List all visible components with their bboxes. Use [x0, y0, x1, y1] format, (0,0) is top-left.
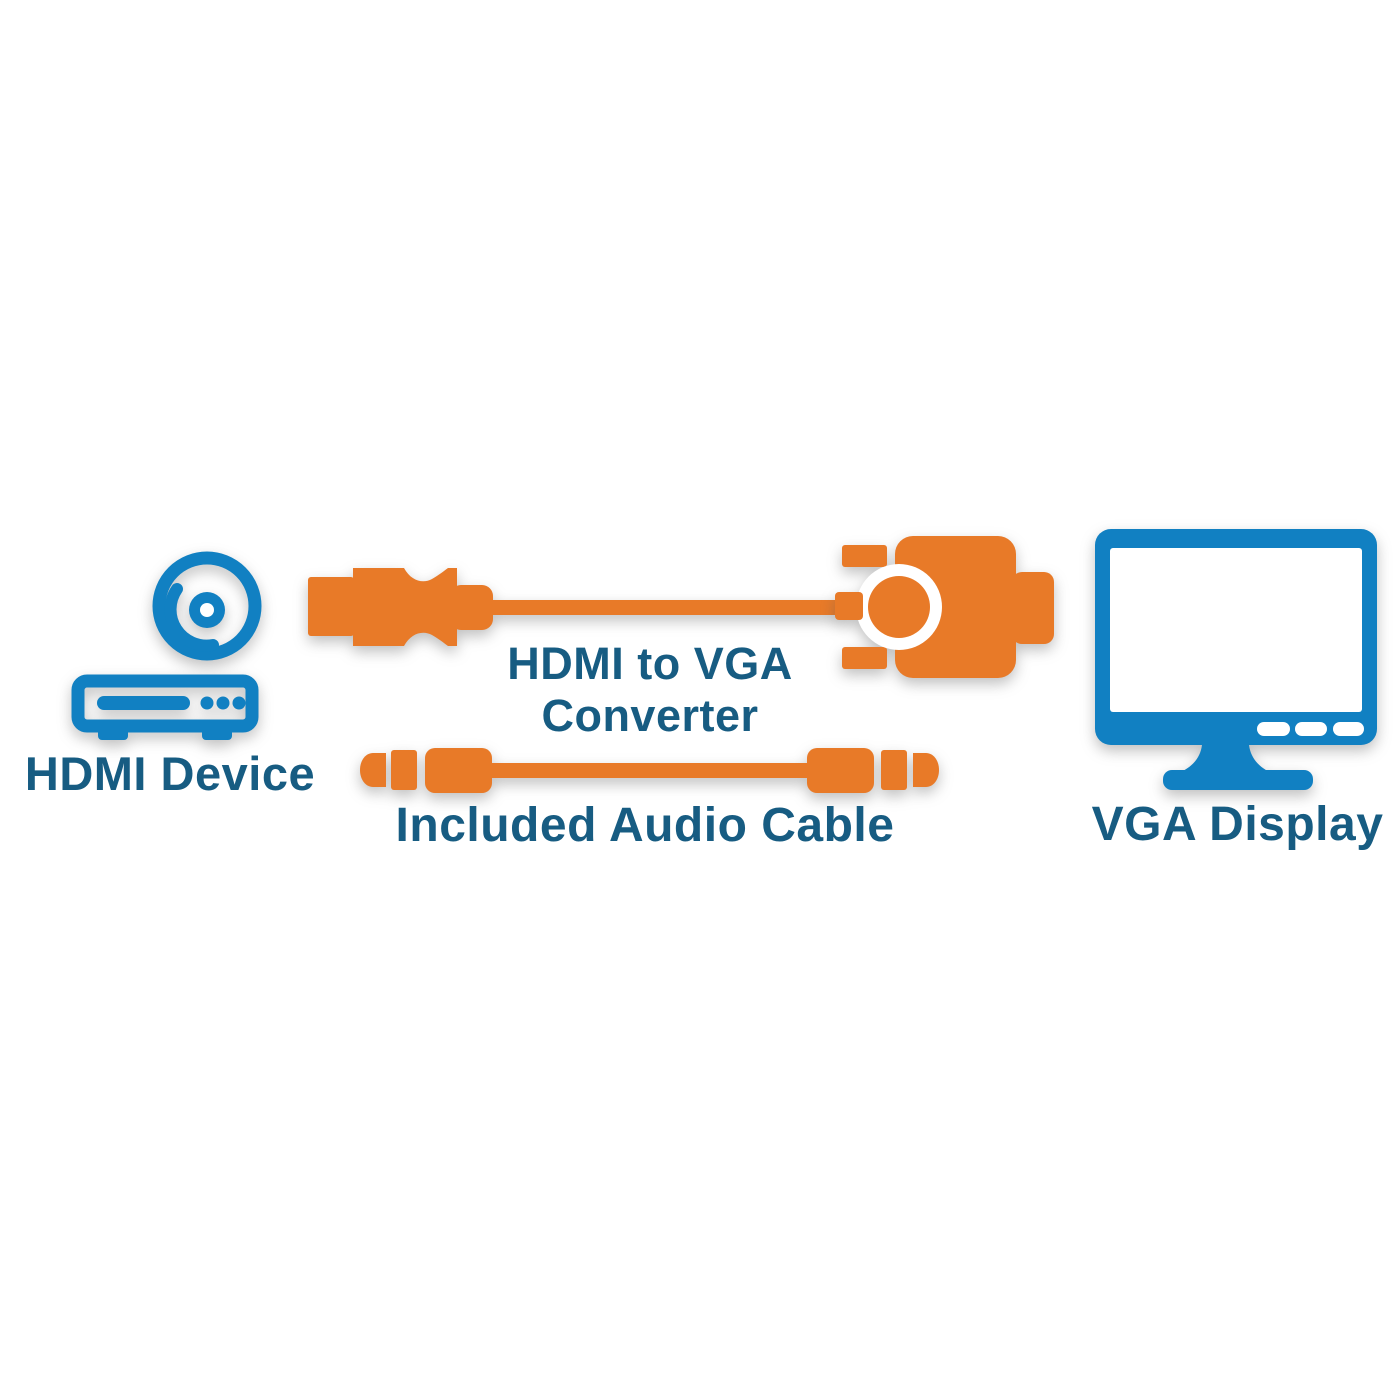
monitor-stand [1174, 745, 1276, 775]
vga-display-icon [1095, 529, 1377, 790]
converter-body [895, 536, 1016, 678]
hdmi-plug-tip [308, 577, 354, 636]
disc-icon [152, 551, 262, 661]
hdmi-cable-icon [308, 568, 840, 646]
converter-label: HDMI to VGA Converter [460, 638, 840, 742]
converter-screw-tab-bottom [842, 647, 887, 669]
monitor-button [1333, 722, 1364, 736]
converter-screw-tab-top [842, 545, 887, 567]
audio-plug-body-right [807, 748, 874, 793]
converter-label-line2: Converter [541, 690, 759, 741]
player-box [71, 674, 259, 740]
monitor-button [1257, 722, 1290, 736]
audio-plug-ring-right [881, 750, 907, 790]
audio-cable-cord [480, 763, 820, 778]
vga-connector-end [1012, 572, 1054, 644]
audio-plug-ring-left [391, 750, 417, 790]
vga-display-label: VGA Display [1091, 798, 1384, 851]
converter-strain-relief [835, 592, 863, 620]
audio-cable-icon [360, 748, 939, 793]
audio-plug-tip-right [913, 753, 939, 787]
hdmi-plug-boot [450, 585, 493, 630]
hdmi-device-icon [71, 551, 262, 740]
audio-cable-label: Included Audio Cable [395, 799, 895, 852]
monitor-screen [1110, 548, 1362, 712]
audio-plug-body-left [425, 748, 492, 793]
monitor-button [1295, 722, 1327, 736]
converter-label-line1: HDMI to VGA [507, 638, 793, 689]
hdmi-cable-cord [488, 600, 840, 615]
hdmi-plug-body [353, 568, 457, 646]
converter-collar [868, 576, 930, 638]
audio-plug-tip-left [360, 753, 386, 787]
hdmi-device-label: HDMI Device [24, 747, 316, 800]
monitor-base [1163, 770, 1313, 790]
hdmi-to-vga-converter-icon [835, 536, 1054, 678]
